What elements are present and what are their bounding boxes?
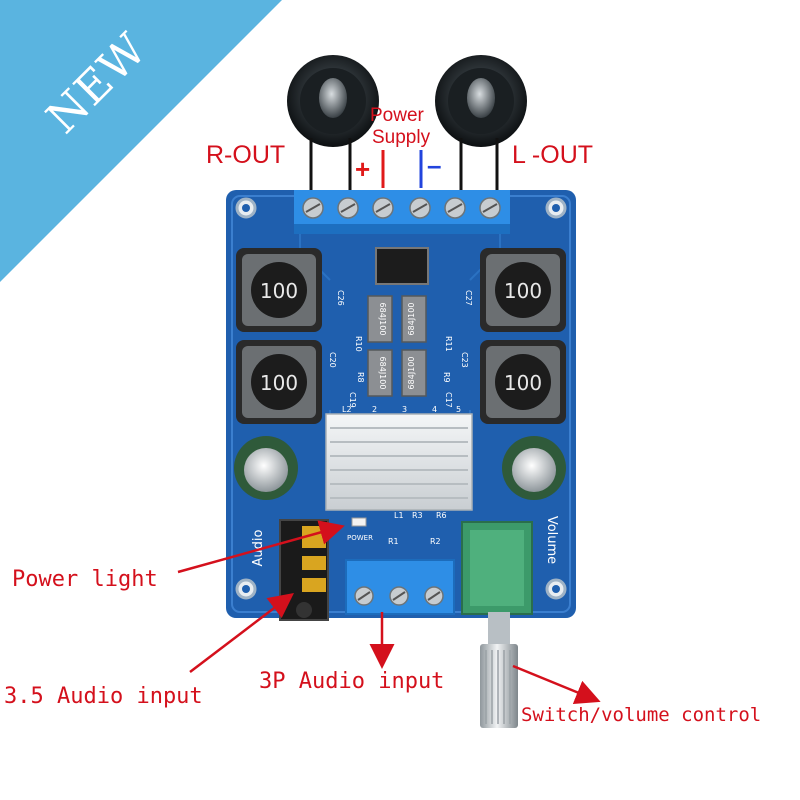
inductors bbox=[236, 248, 566, 424]
component-ref-r11: R11 bbox=[444, 336, 453, 352]
board-power-label: POWER bbox=[347, 534, 373, 542]
output-terminal-block bbox=[294, 190, 510, 234]
audio-jack-3-5mm bbox=[279, 519, 329, 621]
regulator-chip bbox=[375, 247, 429, 285]
component-ref-r8: R8 bbox=[356, 372, 365, 383]
inductor-code-2: 100 bbox=[504, 279, 542, 303]
annotation-arrows bbox=[177, 520, 601, 704]
component-ref-5: 5 bbox=[456, 405, 461, 414]
film-capacitors bbox=[367, 295, 427, 397]
l-out-label: L -OUT bbox=[512, 141, 594, 169]
inductor-code-4: 100 bbox=[504, 371, 542, 395]
r-out-label: R-OUT bbox=[206, 141, 286, 169]
component-ref-l2: L2 bbox=[342, 405, 352, 414]
component-ref-c17: C17 bbox=[444, 392, 453, 408]
component-ref-c20: C20 bbox=[328, 352, 337, 368]
audio-3p-label: 3P Audio input bbox=[259, 669, 445, 694]
audio-35-label: 3.5 Audio input bbox=[4, 684, 203, 709]
component-ref-3: 3 bbox=[402, 405, 407, 414]
power-light-label: Power light bbox=[12, 567, 158, 592]
component-ref-r10: R10 bbox=[354, 336, 363, 352]
capacitor-code-4: 684J100 bbox=[407, 357, 416, 390]
switch-volume-label: Switch/volume control bbox=[521, 704, 762, 726]
power-supply-label-line2: Supply bbox=[372, 127, 431, 148]
power-led bbox=[351, 517, 367, 527]
component-ref-4: 4 bbox=[432, 405, 437, 414]
audio-35-arrow bbox=[189, 592, 294, 673]
component-ref-r6: R6 bbox=[436, 511, 447, 520]
electrolytic-capacitor-right bbox=[502, 436, 566, 500]
volume-potentiometer bbox=[461, 521, 533, 728]
board-volume-label: Volume bbox=[544, 516, 559, 564]
capacitor-code-2: 684J100 bbox=[407, 303, 416, 336]
component-ref-r2: R2 bbox=[430, 537, 441, 546]
capacitor-code-1: 684J100 bbox=[378, 303, 387, 336]
component-ref-c23: C23 bbox=[460, 352, 469, 368]
inductor-code-1: 100 bbox=[260, 279, 298, 303]
power-light-arrow bbox=[177, 520, 345, 574]
component-ref-c26: C26 bbox=[336, 290, 345, 306]
power-supply-label-line1: Power bbox=[370, 105, 424, 126]
board-audio-label: Audio bbox=[251, 529, 266, 566]
inductor-code-3: 100 bbox=[260, 371, 298, 395]
speaker-left bbox=[435, 55, 527, 147]
switch-volume-arrow bbox=[512, 664, 601, 704]
capacitor-code-3: 684J100 bbox=[378, 357, 387, 390]
new-badge bbox=[0, 0, 282, 282]
component-ref-c19: C19 bbox=[348, 392, 357, 408]
heatsink bbox=[325, 413, 473, 511]
component-ref-r3: R3 bbox=[412, 511, 423, 520]
component-ref-r9: R9 bbox=[442, 372, 451, 383]
audio-input-terminal-3p bbox=[345, 559, 455, 615]
component-ref-2: 2 bbox=[372, 405, 377, 414]
plus-sign: + bbox=[355, 154, 371, 184]
board-silkscreen: 100 100 100 100 684J100 684J100 684J100 … bbox=[251, 279, 559, 566]
speaker-right bbox=[287, 55, 379, 147]
minus-sign: – bbox=[427, 150, 442, 180]
component-ref-l1: L1 bbox=[394, 511, 404, 520]
electrolytic-capacitor-left bbox=[234, 436, 298, 500]
speaker-wires bbox=[309, 138, 499, 192]
component-ref-c27: C27 bbox=[464, 290, 473, 306]
component-ref-r1: R1 bbox=[388, 537, 399, 546]
